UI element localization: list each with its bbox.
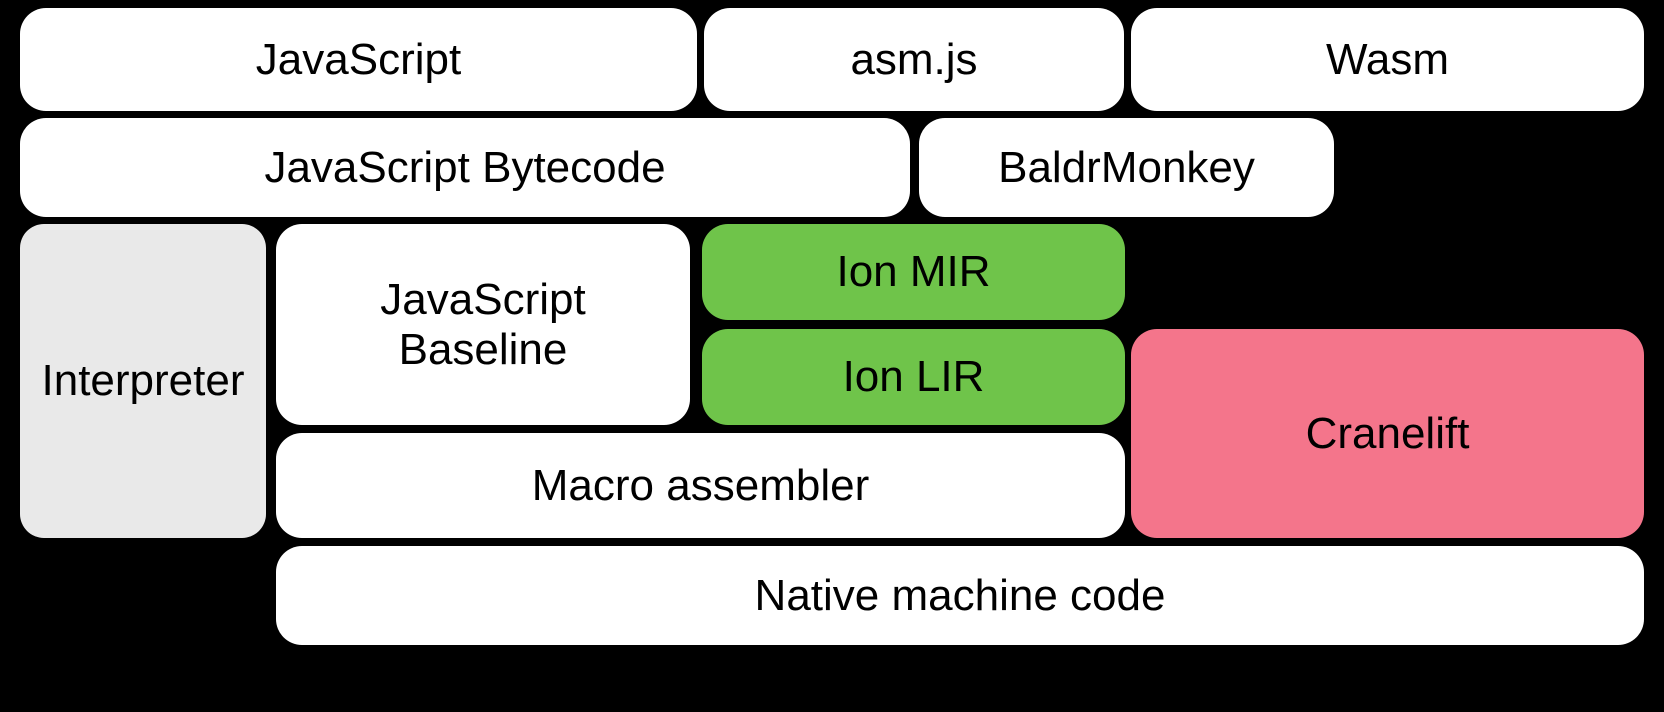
node-baldrmonkey: BaldrMonkey: [919, 118, 1334, 217]
node-javascript-baseline: JavaScript Baseline: [276, 224, 690, 425]
node-wasm: Wasm: [1131, 8, 1644, 111]
node-macro-assembler: Macro assembler: [276, 433, 1125, 538]
node-javascript: JavaScript: [20, 8, 697, 111]
node-native-machine-code: Native machine code: [276, 546, 1644, 645]
node-ion-lir: Ion LIR: [702, 329, 1125, 425]
node-cranelift: Cranelift: [1131, 329, 1644, 538]
node-interpreter: Interpreter: [20, 224, 266, 538]
node-ion-mir: Ion MIR: [702, 224, 1125, 320]
node-asmjs: asm.js: [704, 8, 1124, 111]
node-javascript-bytecode: JavaScript Bytecode: [20, 118, 910, 217]
